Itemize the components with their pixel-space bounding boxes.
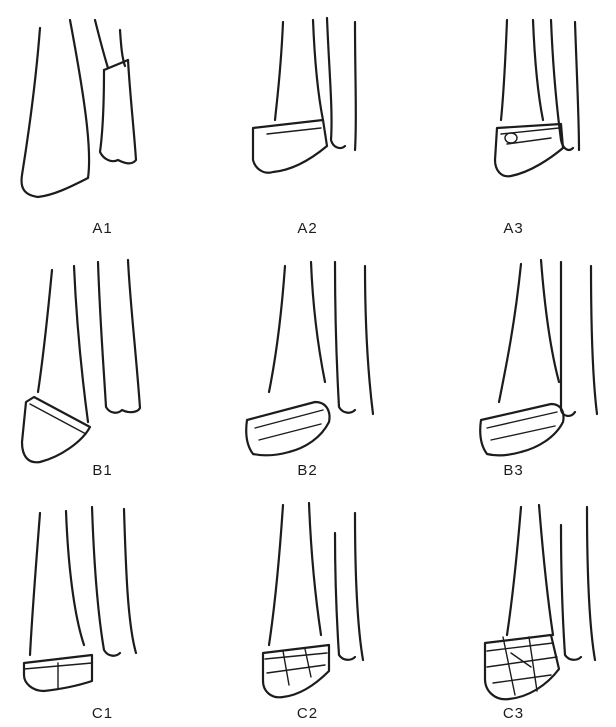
- malleolus-fragment: [246, 402, 329, 455]
- fracture-line: [265, 649, 327, 685]
- fibula-outline: [335, 513, 363, 660]
- figure-label: A1: [0, 220, 205, 237]
- tibia-outline: [501, 20, 543, 120]
- fibula-outline: [551, 20, 579, 150]
- fibula-outline: [98, 260, 140, 413]
- figure-a2: A2: [205, 0, 410, 242]
- fracture-line: [30, 404, 86, 434]
- tibia-outline: [507, 505, 553, 635]
- tibia-outline: [275, 20, 323, 120]
- fibula-distal-fragment: [100, 60, 136, 163]
- figure-c2: C2: [205, 485, 410, 727]
- figure-c1: C1: [0, 485, 205, 727]
- figure-label: C1: [0, 705, 205, 722]
- figure-label: C3: [411, 705, 616, 722]
- fracture-line: [501, 128, 559, 144]
- figure-c3: C3: [411, 485, 616, 727]
- figure-c2-drawing: [205, 485, 410, 727]
- fibula-outline: [561, 507, 595, 660]
- fibula-outline: [95, 20, 125, 68]
- figure-a3: A3: [411, 0, 616, 242]
- figure-b2-drawing: [205, 242, 410, 484]
- butterfly-fragment: [505, 133, 517, 143]
- tibia-outline: [22, 20, 90, 197]
- tibia-outline: [269, 503, 321, 645]
- figure-a1-drawing: [0, 0, 205, 242]
- figure-b3: B3: [411, 242, 616, 484]
- fibula-outline: [561, 262, 597, 416]
- figure-label: B3: [411, 462, 616, 479]
- figure-label: B1: [0, 462, 205, 479]
- tibia-outline: [269, 262, 325, 392]
- figure-a1: A1: [0, 0, 205, 242]
- fibula-outline: [92, 507, 136, 656]
- figure-b1-drawing: [0, 242, 205, 484]
- figure-b2: B2: [205, 242, 410, 484]
- figure-c3-drawing: [411, 485, 616, 727]
- fracture-line: [267, 128, 321, 134]
- comminuted-fragment: [495, 124, 563, 176]
- fracture-line: [487, 637, 557, 695]
- figure-b1: B1: [0, 242, 205, 484]
- figure-label: B2: [205, 462, 410, 479]
- figure-a2-drawing: [205, 0, 410, 242]
- figure-label: C2: [205, 705, 410, 722]
- fibula-outline: [335, 262, 373, 414]
- tibia-outline: [30, 511, 84, 655]
- figure-label: A2: [205, 220, 410, 237]
- figure-label: A3: [411, 220, 616, 237]
- figure-c1-drawing: [0, 485, 205, 727]
- fibula-outline: [327, 18, 356, 150]
- figure-b3-drawing: [411, 242, 616, 484]
- malleolus-fragment: [22, 397, 90, 462]
- comminuted-fragment: [263, 645, 329, 697]
- figure-a3-drawing: [411, 0, 616, 242]
- tibia-outline: [38, 266, 88, 422]
- comminuted-fragment: [485, 635, 559, 699]
- tibia-outline: [499, 260, 559, 402]
- malleolus-fragment: [480, 404, 563, 455]
